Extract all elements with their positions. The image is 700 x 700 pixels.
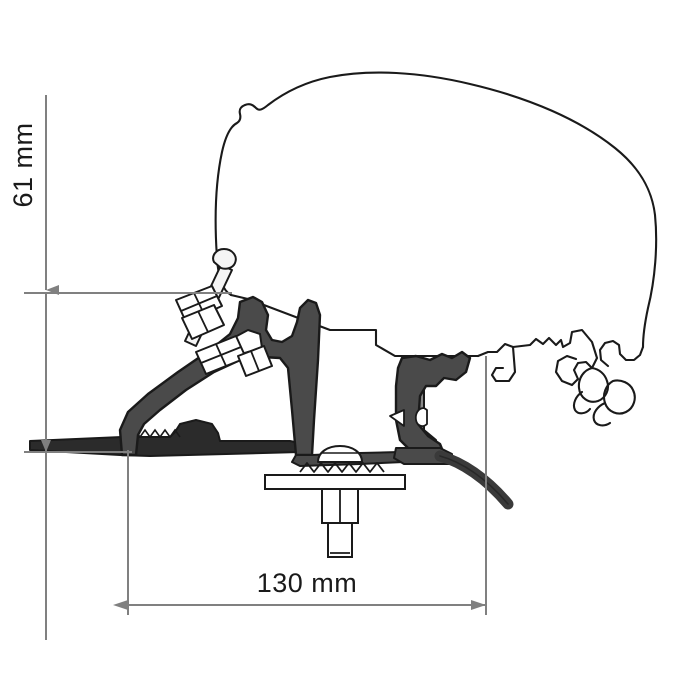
horizontal-dimension-label: 130 mm [257,568,358,598]
right-bracket-clamp [389,350,472,465]
rail-hook-channels [476,328,645,427]
roof-rail-profile [29,419,301,457]
vertical-dimension-label: 61 mm [8,122,38,207]
vertical-dimension: 61 mm [8,95,232,640]
curved-seal-strip [434,450,514,510]
horizontal-dimension: 130 mm [113,356,487,615]
dimension-arrow-bottom [41,440,51,452]
center-bolt-assembly [264,445,406,558]
diagonal-bolt-assembly [175,247,273,377]
awning-case-outline [214,71,658,358]
